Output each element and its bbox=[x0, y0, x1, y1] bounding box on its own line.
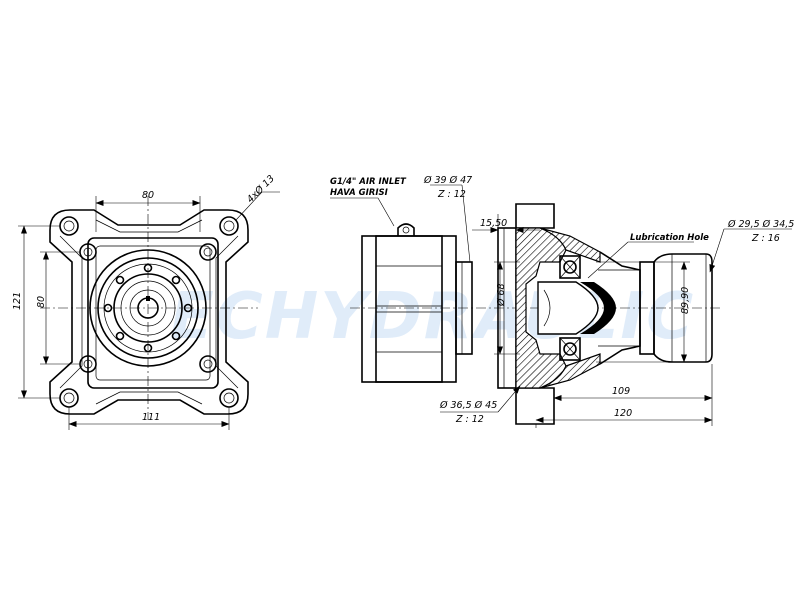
label-air-inlet: G1/4" AIR INLET bbox=[330, 177, 407, 187]
label-spline-top-z: Z : 12 bbox=[437, 189, 466, 200]
watermark-text: ECHYDRAULIC bbox=[170, 280, 695, 354]
label-spline-bottom-z: Z : 12 bbox=[455, 414, 484, 425]
dim-1550: 15,50 bbox=[480, 218, 507, 229]
dim-top-80: 80 bbox=[142, 190, 154, 201]
side-view: G1/4" AIR INLET HAVA GIRISI Ø 39 Ø 47 Z … bbox=[330, 175, 794, 428]
dim-holes: 4xØ 13 bbox=[245, 173, 277, 205]
dim-left-121: 121 bbox=[12, 292, 23, 310]
dim-d68: Ø 68 bbox=[496, 283, 507, 307]
dim-bottom-111: 111 bbox=[142, 412, 160, 423]
label-air-inlet-tr: HAVA GIRISI bbox=[330, 188, 388, 198]
dim-120: 120 bbox=[614, 408, 632, 419]
label-spline-right-z: Z : 16 bbox=[751, 233, 780, 244]
front-view: 80 4xØ 13 121 80 111 bbox=[12, 173, 280, 430]
label-spline-bottom: Ø 36,5 Ø 45 bbox=[439, 400, 497, 411]
dim-left-80: 80 bbox=[36, 296, 47, 308]
bolt-holes bbox=[59, 216, 239, 408]
dim-8990: 89,90 bbox=[680, 287, 691, 314]
dim-109: 109 bbox=[612, 386, 630, 397]
label-spline-right: Ø 29,5 Ø 34,5 bbox=[727, 219, 794, 230]
label-spline-top: Ø 39 Ø 47 bbox=[423, 175, 472, 186]
label-lubrication: Lubrication Hole bbox=[630, 233, 709, 243]
